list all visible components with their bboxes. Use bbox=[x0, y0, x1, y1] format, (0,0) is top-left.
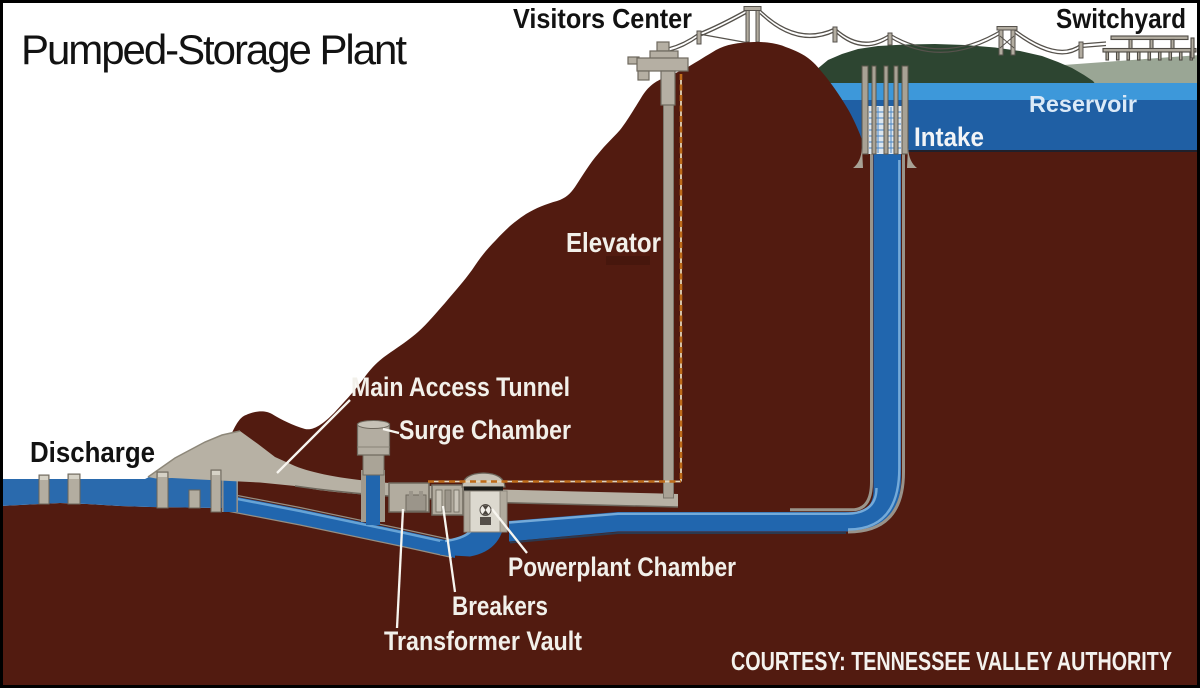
svg-text:Elevator: Elevator bbox=[566, 227, 661, 258]
svg-text:Powerplant Chamber: Powerplant Chamber bbox=[508, 552, 736, 582]
svg-text:Switchyard: Switchyard bbox=[1056, 3, 1186, 34]
svg-text:Discharge: Discharge bbox=[30, 437, 155, 469]
svg-text:Surge Chamber: Surge Chamber bbox=[399, 415, 571, 445]
svg-text:Main Access Tunnel: Main Access Tunnel bbox=[351, 372, 570, 402]
svg-text:Visitors Center: Visitors Center bbox=[513, 3, 692, 34]
svg-text:Breakers: Breakers bbox=[452, 591, 548, 621]
svg-text:Pumped-Storage Plant: Pumped-Storage Plant bbox=[21, 26, 407, 73]
svg-text:COURTESY: TENNESSEE VALLEY AUT: COURTESY: TENNESSEE VALLEY AUTHORITY bbox=[731, 646, 1172, 676]
svg-text:Transformer Vault: Transformer Vault bbox=[384, 626, 582, 656]
svg-text:Reservoir: Reservoir bbox=[1029, 91, 1137, 117]
svg-text:Intake: Intake bbox=[914, 122, 984, 152]
